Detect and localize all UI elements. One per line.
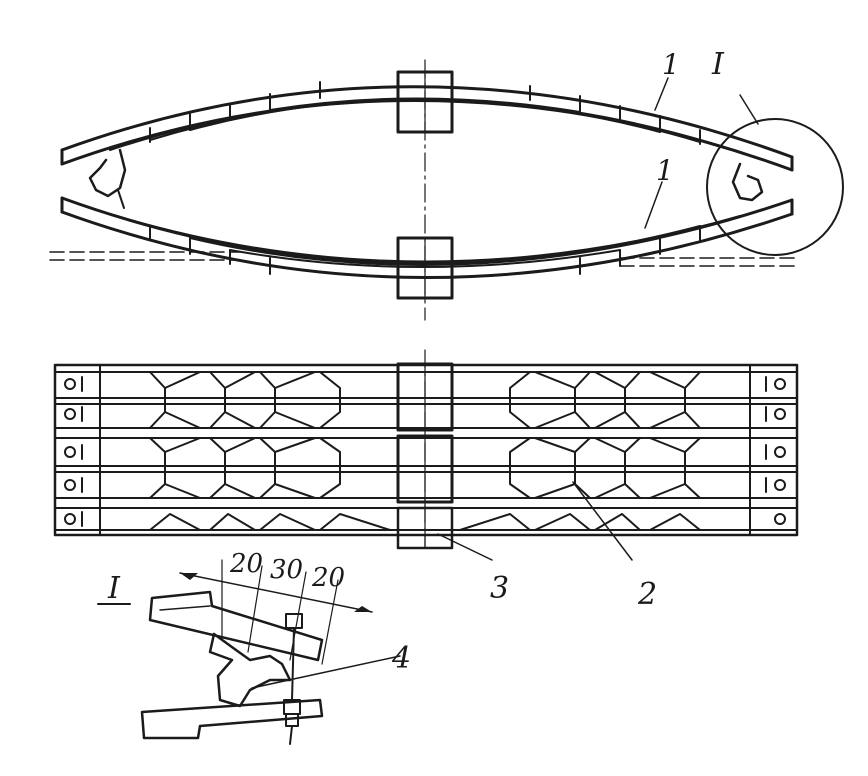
lower-spring-pack — [60, 196, 794, 279]
plan-view: 2 3 — [53, 349, 799, 612]
right-end-bracket — [731, 155, 794, 216]
detail-circle — [706, 118, 844, 256]
ground-line — [49, 251, 801, 267]
detail-upper-leaf — [148, 590, 324, 662]
detail-view: I 20 30 20 — [97, 549, 411, 745]
plan-end-plate-left — [64, 364, 101, 536]
dimension-chain: 20 30 20 — [179, 549, 373, 665]
upper-spring-pack — [60, 81, 794, 172]
plan-leaf-ends-left — [149, 371, 391, 531]
callout-leaf-upper: 1 — [662, 48, 680, 81]
left-end-bracket — [60, 148, 127, 214]
dimension-3: 20 — [311, 563, 345, 593]
detail-bracket — [208, 632, 401, 708]
side-view: 1 1 I — [49, 47, 844, 321]
callout-item-3: 3 — [490, 571, 509, 606]
callout-detail-ref: I — [711, 47, 725, 82]
dimension-1: 20 — [229, 549, 263, 579]
detail-bolt — [283, 613, 303, 745]
plan-end-plate-right — [749, 364, 786, 536]
callout-item-4: 4 — [391, 641, 411, 676]
detail-lower-leaf — [140, 698, 324, 740]
callout-leaf-lower: 1 — [656, 154, 674, 187]
dimension-2: 30 — [270, 555, 303, 585]
plan-leaf-ends-right — [459, 371, 701, 531]
callout-item-2: 2 — [637, 577, 657, 612]
detail-title: I — [107, 571, 121, 606]
